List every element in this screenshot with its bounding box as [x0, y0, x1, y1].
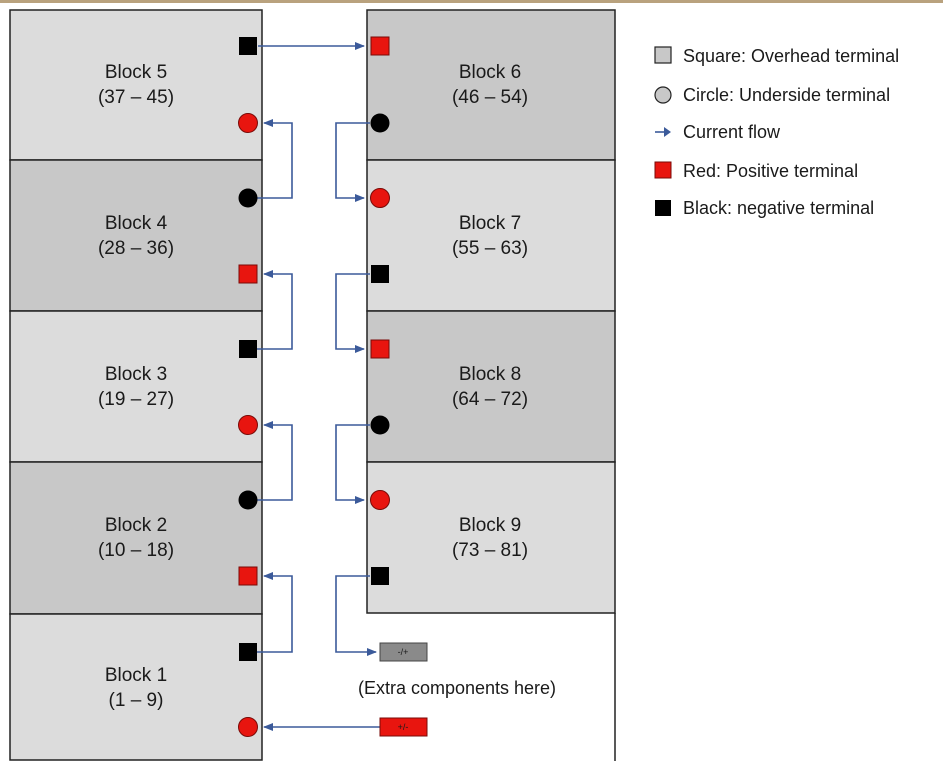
block-5-positive-circle-terminal [238, 113, 258, 133]
block-8-box [366, 310, 616, 463]
flow-b4-b5 [256, 119, 293, 199]
block-1-negative-square-terminal [239, 643, 257, 661]
block-5-name: Block 5 [105, 62, 167, 83]
block-9-name: Block 9 [459, 515, 521, 536]
block-3-range: (19 – 27) [98, 389, 174, 410]
block-7-range: (55 – 63) [452, 238, 528, 259]
positive-output-tab: +/- [379, 717, 428, 737]
block-8-name: Block 8 [459, 364, 521, 385]
block-1-box [9, 613, 263, 761]
block-6-negative-circle-terminal [370, 113, 390, 133]
block-7: Block 7 (55 – 63) [366, 159, 616, 312]
negative-tab-label: -/+ [398, 647, 409, 657]
block-2-positive-square-terminal [238, 566, 258, 586]
block-3-negative-square-terminal [239, 340, 257, 358]
legend-gray-square-icon [654, 46, 672, 64]
legend-item-negative: Black: negative terminal [683, 198, 874, 218]
block-3-box [9, 310, 263, 463]
block-3: Block 3 (19 – 27) [9, 310, 263, 463]
block-2-range: (10 – 18) [98, 540, 174, 561]
block-2-box [9, 461, 263, 615]
block-8: Block 8 (64 – 72) [366, 310, 616, 463]
positive-tab-box [379, 717, 428, 737]
flow-b3-b4 [256, 270, 293, 350]
negative-tab-box [379, 642, 428, 662]
legend-item-current-flow: Current flow [683, 122, 781, 142]
block-6-name: Block 6 [459, 62, 521, 83]
block-3-positive-circle-terminal [238, 415, 258, 435]
flow-b8-b9 [335, 424, 370, 504]
block-5: Block 5 (37 – 45) [9, 9, 263, 161]
block-4-box [9, 159, 263, 312]
current-flow-paths [256, 42, 380, 731]
block-4-range: (28 – 36) [98, 238, 174, 259]
flow-b2-b3 [256, 421, 293, 501]
block-3-name: Block 3 [105, 364, 167, 385]
flow-b7-b8 [335, 273, 370, 353]
block-6: Block 6 (46 – 54) [366, 9, 616, 161]
flow-b6-b7 [335, 122, 370, 202]
block-8-positive-square-terminal [370, 339, 390, 359]
block-4-name: Block 4 [105, 213, 168, 234]
block-8-negative-circle-terminal [370, 415, 390, 435]
block-7-name: Block 7 [459, 213, 521, 234]
block-5-box [9, 9, 263, 161]
positive-tab-label: +/- [398, 722, 409, 732]
legend-black-square-icon [655, 200, 671, 216]
block-5-range: (37 – 45) [98, 87, 174, 108]
block-9-box [366, 461, 616, 614]
flow-b1-b2 [256, 572, 293, 653]
legend-red-square-icon [654, 161, 672, 179]
block-6-range: (46 – 54) [452, 87, 528, 108]
block-5-negative-square-terminal [239, 37, 257, 55]
block-1-range: (1 – 9) [109, 690, 164, 711]
block-9-positive-circle-terminal [370, 490, 390, 510]
flow-b9-tab [335, 575, 377, 656]
block-4-negative-circle-terminal [238, 188, 258, 208]
legend-item-overhead: Square: Overhead terminal [683, 46, 899, 66]
block-8-range: (64 – 72) [452, 389, 528, 410]
block-1-name: Block 1 [105, 665, 167, 686]
header-band [0, 0, 943, 3]
block-9-negative-square-terminal [371, 567, 389, 585]
legend-item-positive: Red: Positive terminal [683, 161, 858, 181]
block-1-positive-circle-terminal [238, 717, 258, 737]
legend-item-underside: Circle: Underside terminal [683, 85, 890, 105]
block-4: Block 4 (28 – 36) [9, 159, 263, 312]
legend-arrow-icon [655, 127, 671, 137]
negative-output-tab: -/+ [379, 642, 428, 662]
block-2: Block 2 (10 – 18) [9, 461, 263, 615]
block-7-positive-circle-terminal [370, 188, 390, 208]
extra-components-label: (Extra components here) [358, 678, 556, 698]
block-7-box [366, 159, 616, 312]
block-9: Block 9 (73 – 81) [366, 461, 616, 614]
block-9-range: (73 – 81) [452, 540, 528, 561]
block-6-box [366, 9, 616, 161]
block-2-negative-circle-terminal [238, 490, 258, 510]
block-4-positive-square-terminal [238, 264, 258, 284]
legend: Square: Overhead terminal Circle: Unders… [654, 46, 899, 218]
legend-gray-circle-icon [654, 86, 672, 104]
block-6-positive-square-terminal [370, 36, 390, 56]
block-7-negative-square-terminal [371, 265, 389, 283]
block-2-name: Block 2 [105, 515, 167, 536]
block-1: Block 1 (1 – 9) [9, 613, 263, 761]
